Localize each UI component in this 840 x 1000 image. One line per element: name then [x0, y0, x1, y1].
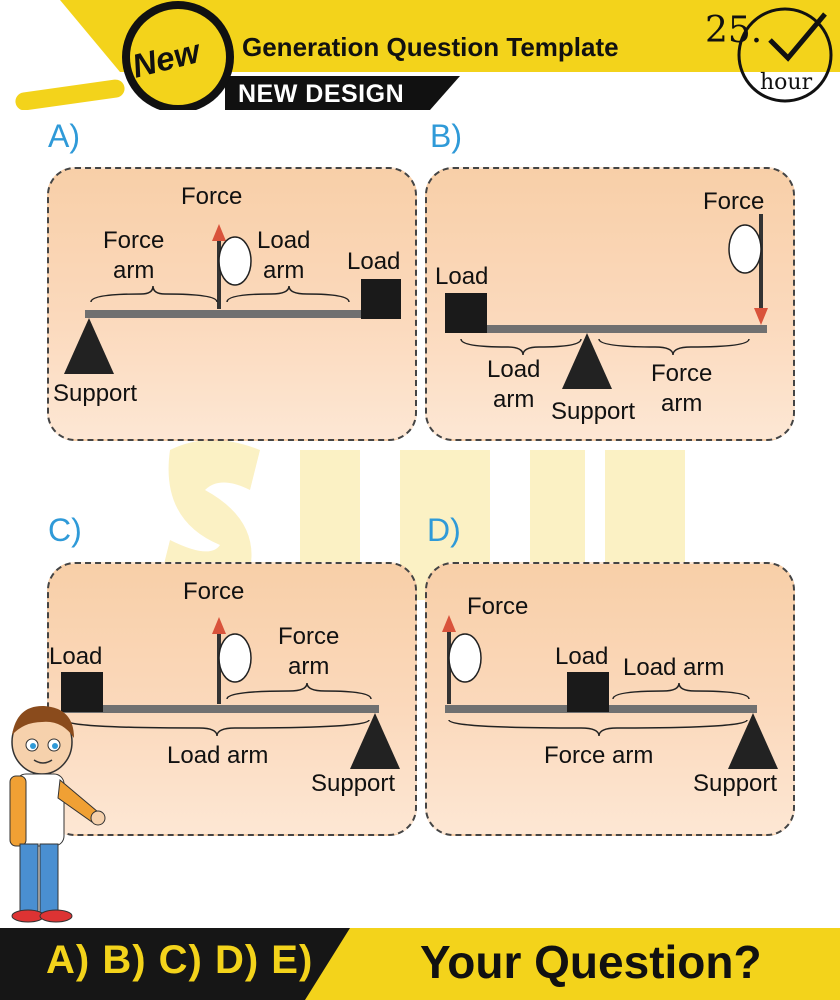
boy-leg-left	[19, 843, 39, 915]
load-arm-label: Load arm	[257, 227, 311, 284]
force-label: Force	[703, 188, 765, 215]
option-label-b: B)	[430, 118, 462, 154]
force-arrowhead	[442, 615, 456, 632]
option-label-c: C)	[48, 512, 82, 548]
magnifier-handle	[15, 79, 125, 110]
load-block	[567, 672, 609, 712]
force-arrowhead	[754, 308, 768, 325]
answer-choices: A) B) C) D) E)	[46, 938, 314, 982]
clock-icon	[737, 7, 833, 103]
option-label-a: A)	[48, 118, 80, 154]
lever-diagram-a	[64, 224, 401, 374]
boy-pupil-left	[30, 743, 36, 749]
timer-unit: hour	[760, 70, 813, 95]
support-label: Support	[551, 398, 636, 425]
magnifier-lens	[130, 9, 226, 105]
footer-graphics	[0, 928, 840, 1000]
footer-black-band	[0, 928, 350, 1000]
load-label: Load	[435, 263, 489, 290]
support-label: Support	[53, 380, 138, 407]
support-label: Support	[693, 770, 778, 797]
header-graphics	[15, 0, 840, 110]
lever-panel-c: Force Force arm Load Load arm Support	[47, 562, 417, 836]
load-arm-label: Load arm	[167, 742, 269, 769]
your-question-text: Your Question?	[420, 936, 762, 988]
force-arm-brace	[598, 338, 750, 356]
lever-diagram-b	[445, 214, 768, 389]
force-label: Force	[467, 593, 529, 620]
boy-smile	[33, 759, 53, 764]
support-label: Support	[311, 770, 396, 797]
page-title: Generation Question Template	[242, 32, 619, 62]
support-fulcrum	[562, 333, 612, 389]
page-subtitle: NEW DESIGN	[238, 80, 405, 108]
boy-hand	[90, 810, 106, 826]
header-banner: New Generation Question Template NEW DES…	[0, 0, 840, 110]
force-arrowhead	[212, 224, 226, 241]
support-fulcrum	[728, 713, 778, 769]
hand-icon	[218, 236, 252, 286]
hand-icon	[728, 224, 762, 274]
force-arm-brace	[90, 285, 218, 303]
boy-leg-right	[39, 843, 59, 915]
subtitle-black-band	[225, 76, 460, 110]
load-label: Load	[49, 643, 103, 670]
lever-beam	[467, 325, 767, 333]
force-arm-brace	[226, 682, 372, 700]
lever-beam	[63, 705, 379, 713]
load-arm-label: Load arm	[487, 356, 541, 413]
force-arm-label: Force arm	[544, 742, 654, 769]
footer-banner	[0, 928, 840, 1000]
load-block	[361, 279, 401, 319]
force-label: Force	[183, 578, 245, 605]
load-label: Load	[347, 248, 401, 275]
cartoon-boy-pointing	[9, 705, 106, 923]
boy-pupil-right	[52, 743, 58, 749]
force-arm-label: Force arm	[278, 623, 340, 680]
hand-icon	[448, 633, 482, 683]
lever-panel-d: Force Load Load arm Force arm Support	[425, 562, 795, 836]
force-label: Force	[181, 183, 243, 210]
option-label-d: D)	[427, 512, 461, 548]
load-arm-brace	[612, 682, 750, 700]
load-arm-brace	[64, 719, 370, 737]
force-arm-label: Force arm	[103, 227, 165, 284]
force-arm-label: Force arm	[651, 360, 713, 417]
load-arm-brace	[460, 338, 582, 356]
lever-diagram-d	[442, 615, 778, 769]
check-icon	[768, 12, 827, 62]
hand-icon	[218, 633, 252, 683]
lever-beam	[85, 310, 367, 318]
load-arm-label: Load arm	[623, 654, 725, 681]
boy-jacket-left	[9, 775, 27, 847]
force-arm-brace	[448, 719, 748, 737]
load-block	[61, 672, 103, 712]
lever-panel-b: Force Load Load arm Support Force arm	[425, 167, 795, 441]
force-arrowhead	[212, 617, 226, 634]
lever-diagram-c	[61, 617, 400, 769]
header-yellow-band	[60, 0, 840, 72]
lever-panel-a: Force Force arm Load arm Load Support	[47, 167, 417, 441]
boy-hair	[12, 705, 74, 738]
boy-shoe-right	[39, 909, 73, 923]
boy-shoe-left	[11, 909, 45, 923]
load-label: Load	[555, 643, 609, 670]
support-fulcrum	[350, 713, 400, 769]
timer-value: 25.	[705, 10, 763, 51]
load-block	[445, 293, 487, 333]
support-fulcrum	[64, 318, 114, 374]
load-arm-brace	[226, 285, 350, 303]
